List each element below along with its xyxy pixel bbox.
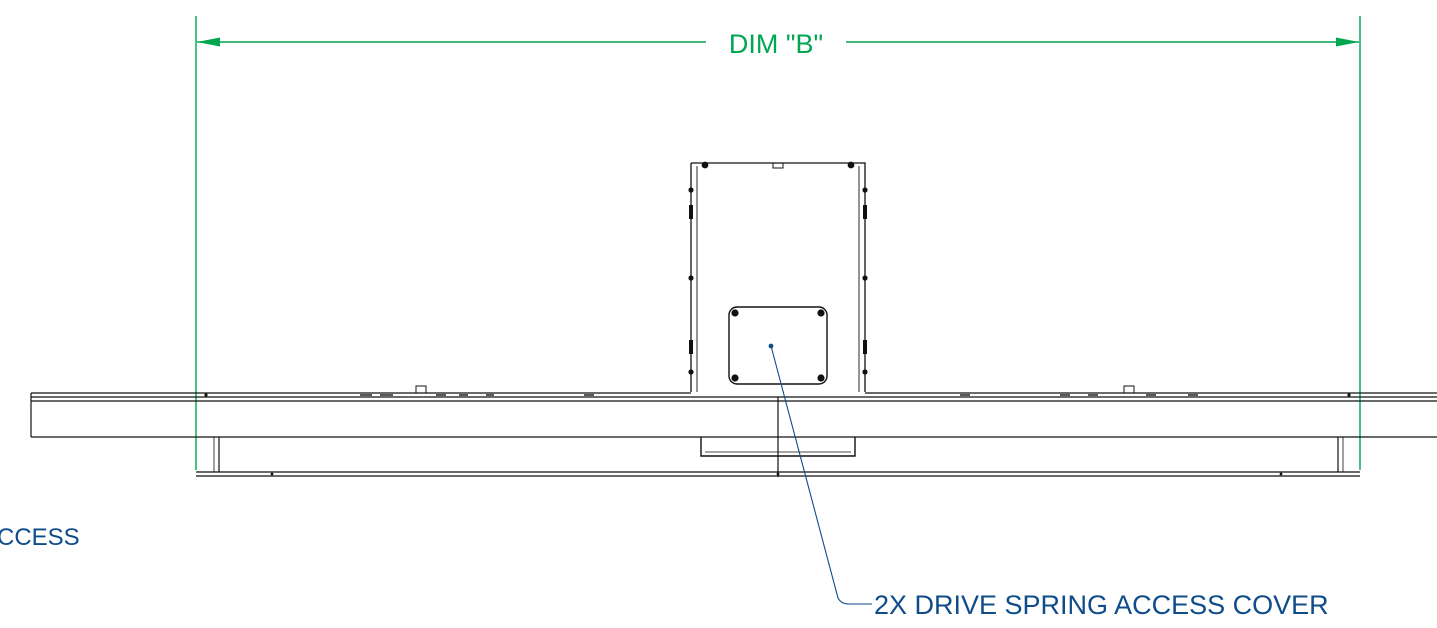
housing-bolts — [688, 161, 868, 375]
housing-top-tab — [772, 162, 784, 169]
dimension-b — [195, 16, 1361, 470]
dimension-label: DIM "B" — [729, 29, 823, 59]
dimension-arrow-right — [1336, 37, 1359, 47]
drive-spring-access-cover — [728, 306, 828, 385]
callout-left-label: CCESS — [0, 524, 80, 551]
callout-leader — [770, 345, 872, 605]
dimension-arrow-left — [197, 37, 220, 47]
top-hardware-right — [1123, 385, 1135, 394]
access-cover-plate — [728, 306, 828, 385]
operator-housing — [688, 161, 868, 392]
access-cover-screws — [731, 309, 825, 382]
housing-outline — [690, 162, 866, 392]
frame-assembly — [30, 385, 1437, 477]
frame-dots — [204, 393, 1351, 476]
callout-access-cover-label: 2X DRIVE SPRING ACCESS COVER — [874, 590, 1329, 620]
housing-side-tabs — [689, 205, 867, 354]
top-hardware-left — [415, 385, 427, 394]
center-bottom-box — [700, 437, 856, 457]
